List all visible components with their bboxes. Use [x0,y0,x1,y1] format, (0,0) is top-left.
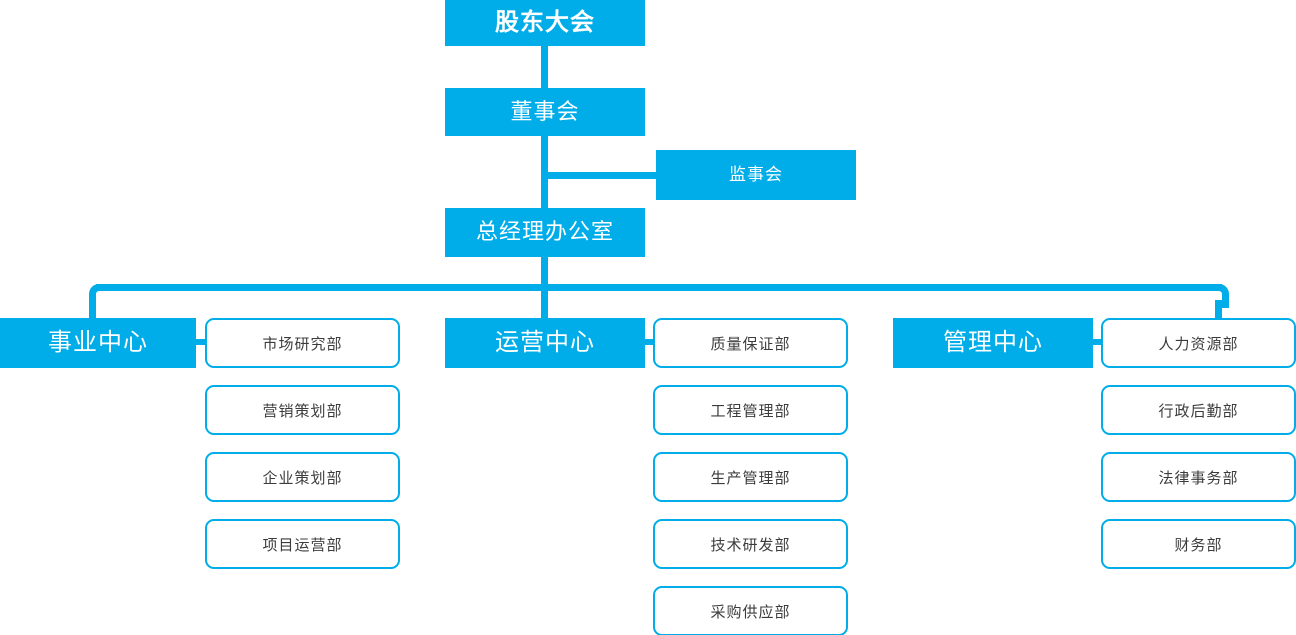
node-board-of-directors[interactable]: 董事会 [445,88,645,136]
dept-box-corporate-planning[interactable]: 企业策划部 [205,452,400,502]
dept-label: 质量保证部 [710,335,791,353]
node-general-manager-office[interactable]: 总经理办公室 [445,208,645,257]
dept-label: 市场研究部 [262,335,343,353]
dept-box-procurement-supply[interactable]: 采购供应部 [653,586,848,635]
node-operations-center[interactable]: 运营中心 [445,318,645,368]
connector-elbow-right [1208,284,1229,308]
dept-label: 营销策划部 [262,402,343,420]
node-shareholders-meeting-label: 股东大会 [495,8,595,36]
connector-board-to-supervisors [541,172,659,179]
node-business-center[interactable]: 事业中心 [0,318,196,368]
dept-box-human-resources[interactable]: 人力资源部 [1101,318,1296,368]
dept-box-marketing-planning[interactable]: 营销策划部 [205,385,400,435]
dept-box-market-research[interactable]: 市场研究部 [205,318,400,368]
connector-drop-management-center [1215,300,1222,322]
dept-label: 生产管理部 [710,469,791,487]
dept-box-technology-rnd[interactable]: 技术研发部 [653,519,848,569]
node-operations-center-label: 运营中心 [495,328,595,356]
connector-horizontal-bus [96,284,1222,291]
dept-box-engineering-management[interactable]: 工程管理部 [653,385,848,435]
dept-box-production-management[interactable]: 生产管理部 [653,452,848,502]
node-management-center-label: 管理中心 [943,328,1043,356]
dept-box-project-operations[interactable]: 项目运营部 [205,519,400,569]
node-board-of-directors-label: 董事会 [510,98,580,124]
dept-box-legal-affairs[interactable]: 法律事务部 [1101,452,1296,502]
dept-label: 行政后勤部 [1158,402,1239,420]
dept-label: 法律事务部 [1158,469,1239,487]
node-board-of-supervisors-label: 监事会 [729,164,783,184]
node-board-of-supervisors[interactable]: 监事会 [656,150,856,200]
node-business-center-label: 事业中心 [48,328,148,356]
dept-label: 技术研发部 [710,536,791,554]
connector-stub-business-center [192,339,210,345]
dept-label: 财务部 [1174,536,1223,554]
node-general-manager-office-label: 总经理办公室 [475,219,614,245]
dept-label: 项目运营部 [262,536,343,554]
connector-shareholders-to-board [541,46,548,90]
node-shareholders-meeting[interactable]: 股东大会 [445,0,645,46]
dept-label: 采购供应部 [710,603,791,621]
dept-box-administration-logistics[interactable]: 行政后勤部 [1101,385,1296,435]
connector-drop-business-center [89,300,96,322]
connector-gm-to-bus [541,257,548,291]
connector-stub-operations-center [641,339,659,345]
dept-box-finance[interactable]: 财务部 [1101,519,1296,569]
connector-elbow-left [89,284,110,308]
dept-label: 企业策划部 [262,469,343,487]
node-management-center[interactable]: 管理中心 [893,318,1093,368]
dept-label: 工程管理部 [710,402,791,420]
connector-drop-operations-center [541,284,548,322]
dept-box-quality-assurance[interactable]: 质量保证部 [653,318,848,368]
dept-label: 人力资源部 [1158,335,1239,353]
connector-stub-management-center [1089,339,1107,345]
